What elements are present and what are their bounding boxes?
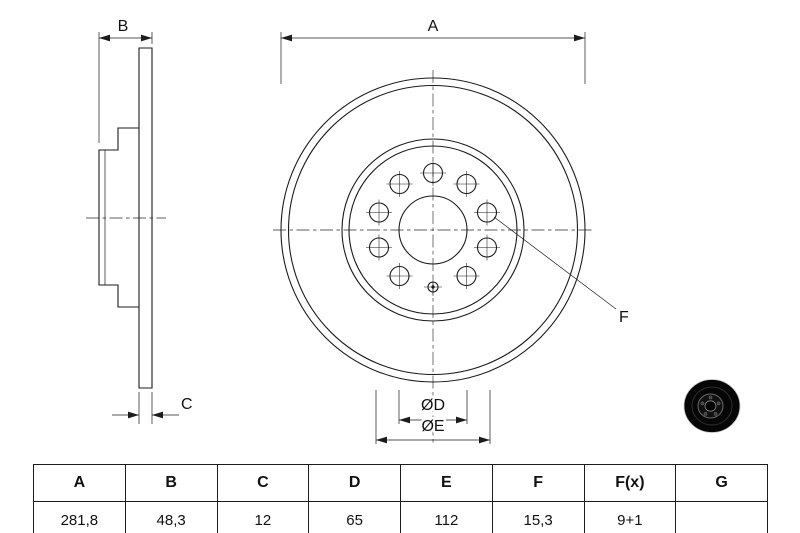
value-fx: 9+1 [583,501,677,533]
dimension-d: ØD [398,390,468,424]
value-a: 281,8 [33,501,126,533]
value-f: 15,3 [491,501,585,533]
value-b: 48,3 [124,501,218,533]
dim-a-label: A [428,18,439,35]
header-d: D [308,464,401,502]
table-header-row: A B C D E F F(x) G [33,464,768,502]
dim-c-label: C [181,396,193,413]
header-e: E [400,464,493,502]
dimension-b: B [98,16,153,143]
header-c: C [216,464,310,502]
value-g [675,501,768,533]
callout-f: F [493,216,632,329]
dia-d-label: ØD [421,397,445,414]
hole-crosshairs [366,160,500,296]
outer-diameter-circle [280,77,586,383]
dimension-table: A B C D E F F(x) G 281,8 48,3 12 65 112 … [33,464,768,533]
header-f: F [491,464,585,502]
dim-b-label: B [118,18,129,35]
table-value-row: 281,8 48,3 12 65 112 15,3 9+1 [33,501,768,533]
header-a: A [33,464,126,502]
value-e: 112 [400,501,493,533]
brake-disc-drawing: B C [86,16,741,446]
header-g: G [675,464,768,502]
dimension-c: C [112,392,195,424]
brake-disc-thumbnail-icon [683,379,741,433]
value-d: 65 [308,501,401,533]
dimension-e: ØE [375,390,491,444]
dim-f-label: F [619,309,629,326]
dia-e-label: ØE [421,418,444,435]
center-bore-circle [398,195,468,265]
front-view [273,70,593,446]
header-b: B [124,464,218,502]
hub-outer-circle [341,138,525,322]
header-fx: F(x) [583,464,677,502]
section-view [86,47,166,389]
value-c: 12 [216,501,310,533]
dimension-a: A [280,16,586,84]
